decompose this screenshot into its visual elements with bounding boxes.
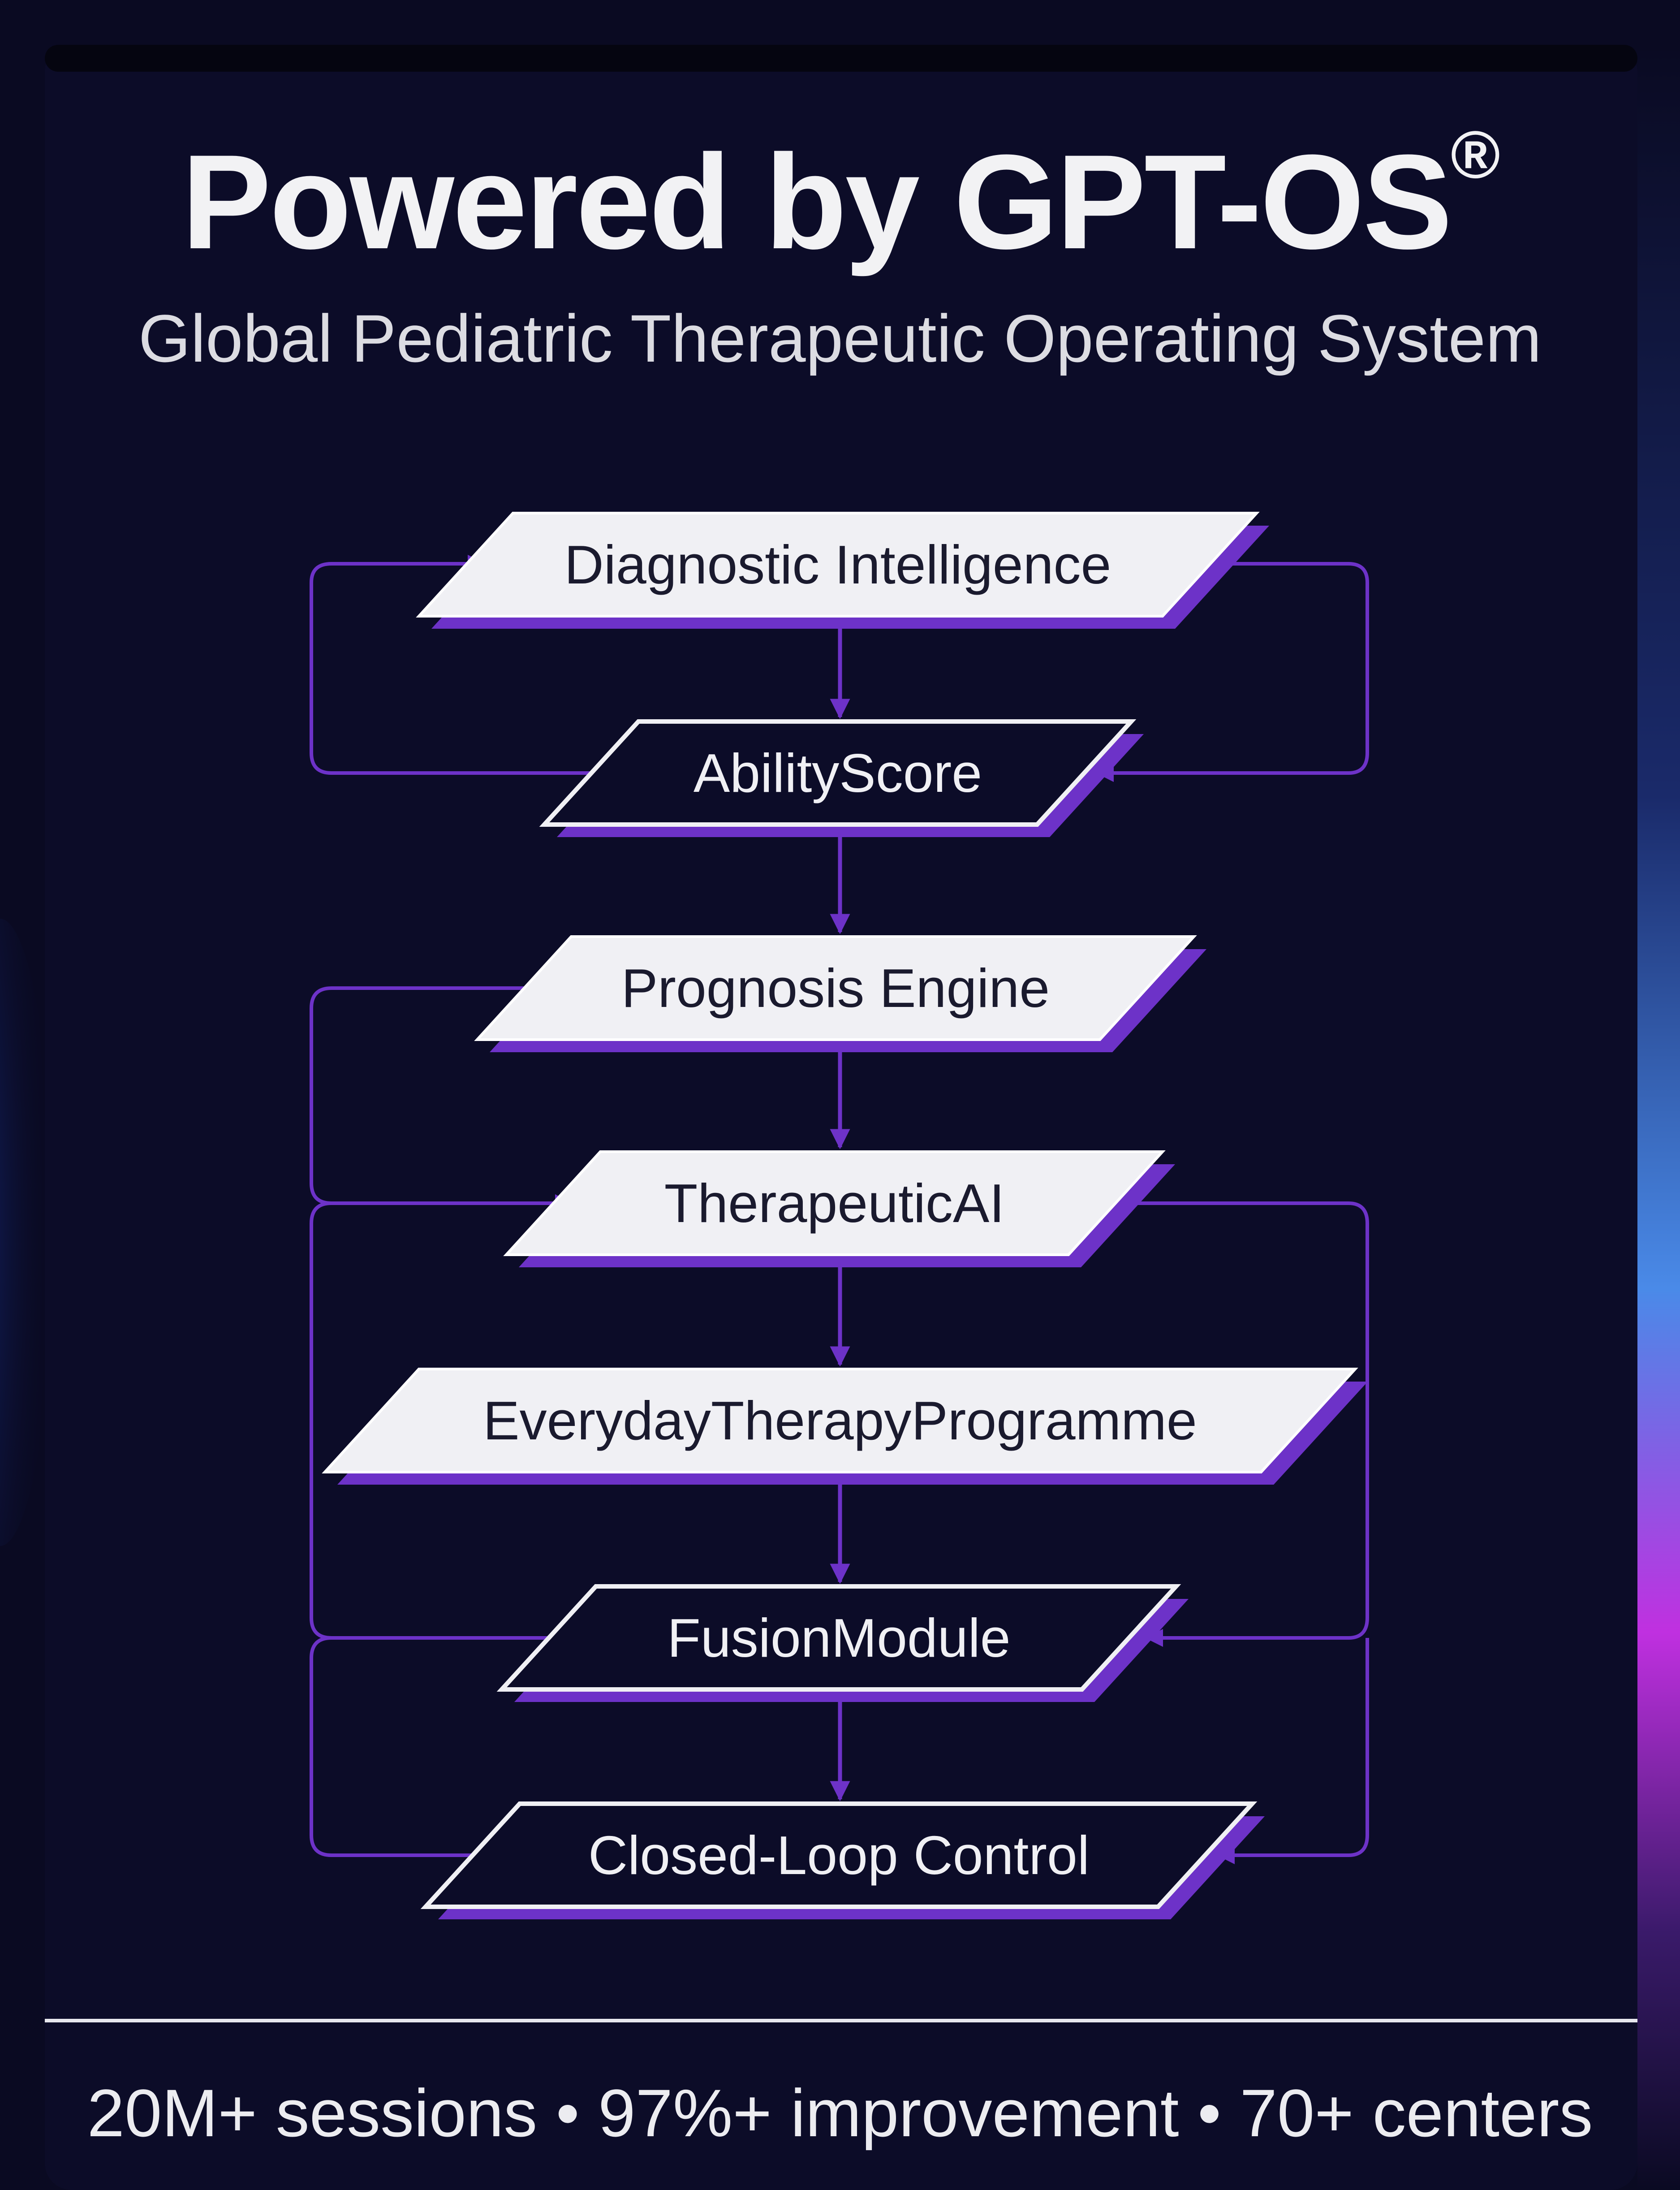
feedback-loop (310, 555, 623, 775)
flow-edges (310, 555, 1369, 1864)
registered-mark: ® (1451, 117, 1500, 192)
node-label: FusionModule (667, 1607, 1011, 1668)
node-box (503, 1150, 1166, 1256)
node-label: Diagnostic Intelligence (564, 534, 1111, 595)
feedback-loop (1096, 562, 1369, 782)
node-box (322, 1368, 1358, 1473)
node-box (420, 1801, 1258, 1909)
flow-node (503, 1150, 1175, 1267)
node-box (416, 512, 1260, 618)
flow-node (496, 1584, 1189, 1702)
page-subtitle: Global Pediatric Therapeutic Operating S… (138, 301, 1542, 376)
node-label: Closed-Loop Control (588, 1825, 1090, 1886)
right-edge-glow (1637, 45, 1680, 2190)
node-box (496, 1584, 1181, 1692)
flow-nodes (322, 512, 1368, 1919)
feedback-loop (310, 1636, 502, 1857)
flow-node (420, 1801, 1265, 1919)
node-box (539, 719, 1137, 827)
flow-node (474, 935, 1206, 1052)
flow-node (539, 719, 1144, 837)
node-label: EverydayTherapyProgramme (483, 1390, 1197, 1451)
footer-stats: 20M+ sessions • 97%+ improvement • 70+ c… (87, 2075, 1593, 2151)
feedback-loop (1217, 1638, 1369, 1864)
node-label: TherapeuticAI (664, 1173, 1005, 1234)
feedback-loop (310, 1201, 582, 1640)
node-label: AbilityScore (693, 743, 982, 803)
panel-top-bar (45, 45, 1637, 72)
page-title-text: Powered by GPT-OS (181, 126, 1452, 277)
flow-node (416, 512, 1269, 629)
node-label: Prognosis Engine (621, 958, 1050, 1019)
feedback-loop (1107, 1201, 1369, 1647)
node-box (474, 935, 1197, 1041)
footer-divider (45, 2019, 1637, 2022)
page-title: Powered by GPT-OS® (0, 121, 1680, 269)
flow-node (322, 1368, 1368, 1485)
feedback-loop (310, 986, 573, 1212)
left-edge-glow (0, 919, 54, 1546)
